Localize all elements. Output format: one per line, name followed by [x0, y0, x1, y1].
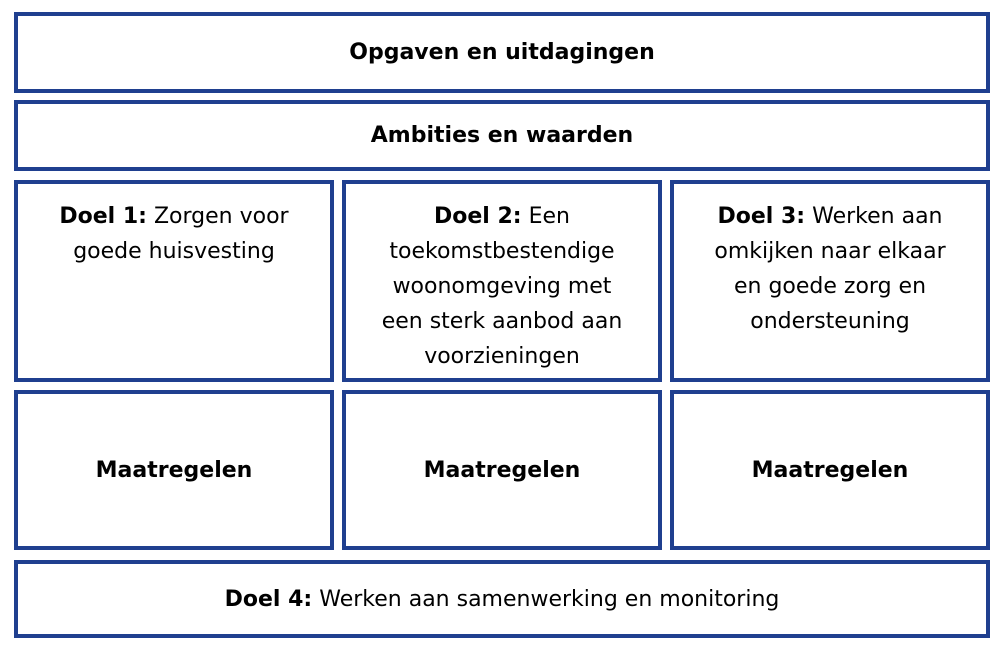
- goal-4-description: Werken aan samenwerking en monitoring: [319, 586, 780, 612]
- measures-3-box: Maatregelen: [670, 390, 990, 550]
- goal-2-description: Een toekomstbestendige woonomgeving met …: [381, 204, 623, 369]
- ambities-title: Ambities en waarden: [370, 123, 634, 148]
- opgaven-box: Opgaven en uitdagingen: [14, 12, 990, 93]
- goal-1-description: Zorgen voor goede huisvesting: [73, 204, 289, 264]
- goal-1-box: Doel 1: Zorgen voor goede huisvesting: [14, 180, 334, 382]
- measures-2-box: Maatregelen: [342, 390, 662, 550]
- goal-4-label: Doel 4:: [224, 586, 313, 612]
- goal-4-text: Doel 4: Werken aan samenwerking en monit…: [225, 582, 780, 617]
- measures-3-label: Maatregelen: [751, 457, 909, 483]
- goal-4-box: Doel 4: Werken aan samenwerking en monit…: [14, 560, 990, 638]
- goal-3-box: Doel 3: Werken aan omkijken naar elkaar …: [670, 180, 990, 382]
- ambities-box: Ambities en waarden: [14, 100, 990, 171]
- goal-3-label: Doel 3:: [717, 204, 806, 229]
- goal-3-text: Doel 3: Werken aan omkijken naar elkaar …: [692, 199, 968, 339]
- goal-1-label: Doel 1:: [59, 204, 147, 229]
- opgaven-title: Opgaven en uitdagingen: [349, 40, 655, 65]
- measures-1-box: Maatregelen: [14, 390, 334, 550]
- goal-2-text: Doel 2: Een toekomstbestendige woonomgev…: [364, 199, 640, 374]
- measures-1-label: Maatregelen: [95, 457, 253, 483]
- goal-2-label: Doel 2:: [434, 204, 522, 229]
- goal-3-description: Werken aan omkijken naar elkaar en goede…: [714, 204, 946, 334]
- measures-2-label: Maatregelen: [423, 457, 581, 483]
- goal-2-box: Doel 2: Een toekomstbestendige woonomgev…: [342, 180, 662, 382]
- goal-1-text: Doel 1: Zorgen voor goede huisvesting: [51, 199, 297, 269]
